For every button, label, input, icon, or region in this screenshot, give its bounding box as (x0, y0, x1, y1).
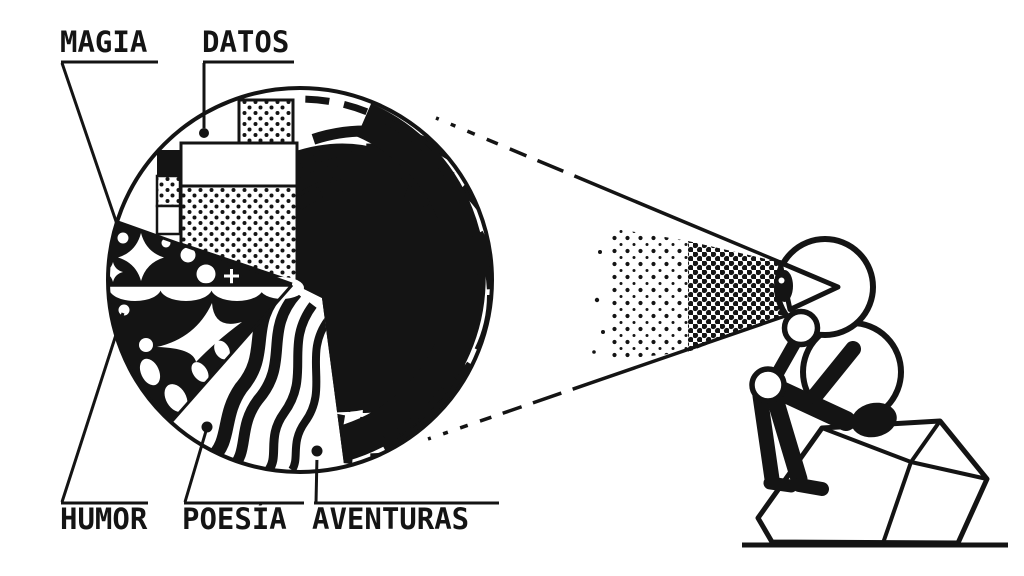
humor-leader-line (60, 312, 125, 503)
cone-stray-dot (598, 250, 602, 254)
datos-dot-block-top (237, 98, 295, 147)
label-datos: DATOS (202, 25, 289, 59)
rock-seat (755, 418, 990, 547)
label-magia: MAGIA (60, 25, 147, 59)
rock-facet-2 (909, 419, 942, 464)
cone-halftone-sparse (612, 228, 688, 360)
magia-section-sparkles (108, 222, 292, 285)
humor-spark-star (157, 303, 242, 362)
callouts: MAGIA DATOS HUMOR POESÍA AVENTURAS (60, 25, 499, 536)
cone-lower-line (427, 313, 789, 441)
figure-arm-resting (807, 341, 861, 404)
poesia-callout-dot (201, 421, 213, 433)
magia-callout-dot (117, 232, 129, 244)
humor-blob-4 (191, 362, 209, 382)
poesia-wave-2 (226, 289, 302, 472)
datos-callout-dot (199, 128, 209, 138)
magia-dot-medium (180, 247, 196, 263)
humor-blob-2 (164, 384, 188, 412)
rock-facet-3 (910, 460, 988, 481)
figure-foot-back (763, 476, 798, 493)
content-sphere (108, 88, 492, 472)
datos-white-block-small (155, 204, 182, 236)
magia-spark-big (118, 233, 164, 281)
aventuras-leader-line (314, 455, 319, 504)
label-humor: HUMOR (60, 502, 148, 536)
humor-blob-1 (139, 358, 161, 386)
figure-eye (776, 270, 793, 302)
humor-callout-dot (118, 304, 130, 316)
figure-foot-front (792, 478, 829, 496)
humor-blob-5 (214, 340, 230, 360)
datos-black-block (157, 150, 180, 176)
figure-knee (749, 366, 787, 404)
humor-blob-3 (139, 338, 153, 352)
label-poesia: POESÍA (182, 502, 287, 536)
aventuras-callout-dot (311, 445, 323, 457)
humor-poesia-divider (156, 284, 294, 438)
cone-upper-line (435, 116, 781, 264)
label-aventuras: AVENTURAS (312, 502, 469, 536)
cone-stray-dot (601, 330, 605, 334)
figure-eye-highlight (778, 277, 785, 284)
poesia-wave-4 (288, 317, 332, 472)
figure-thigh (767, 379, 856, 431)
magia-spark-small (108, 262, 123, 282)
magia-cross-v (230, 269, 233, 284)
datos-dot-block-small (155, 174, 182, 208)
rock-facet-1 (821, 426, 912, 464)
poesia-wave-3 (264, 302, 317, 472)
cone-halftone-dense (688, 241, 787, 352)
vision-cone (427, 116, 789, 441)
vortex-core-blob (290, 143, 474, 413)
datos-white-block (179, 141, 299, 188)
cone-stray-dot (592, 350, 596, 354)
magia-datos-divider (117, 220, 293, 286)
sphere-outline (106, 86, 494, 474)
figure-shin-back (752, 388, 780, 487)
rock-facet-4 (880, 461, 913, 547)
cone-stray-dot (594, 297, 600, 303)
figure-fist (781, 308, 821, 348)
figure-shin-front (764, 383, 808, 488)
poesia-leader-line (183, 430, 208, 503)
magia-dot-large (196, 264, 216, 284)
figure-seat (851, 402, 897, 438)
seated-viewer-figure (749, 236, 904, 496)
magia-leader-line (60, 62, 122, 234)
